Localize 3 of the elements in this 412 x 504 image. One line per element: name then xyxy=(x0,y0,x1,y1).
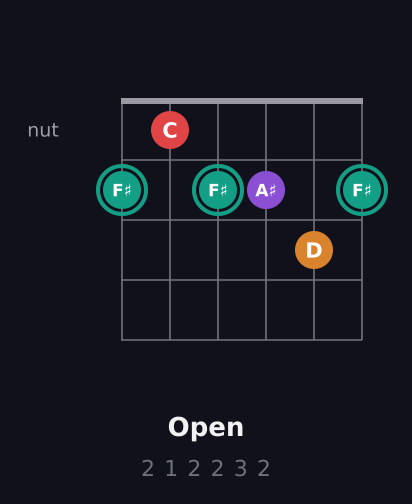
chord-name: Open xyxy=(168,416,242,442)
fingering-numbers: 2 1 2 2 3 2 xyxy=(142,460,269,476)
nut-label: nut xyxy=(28,123,58,137)
